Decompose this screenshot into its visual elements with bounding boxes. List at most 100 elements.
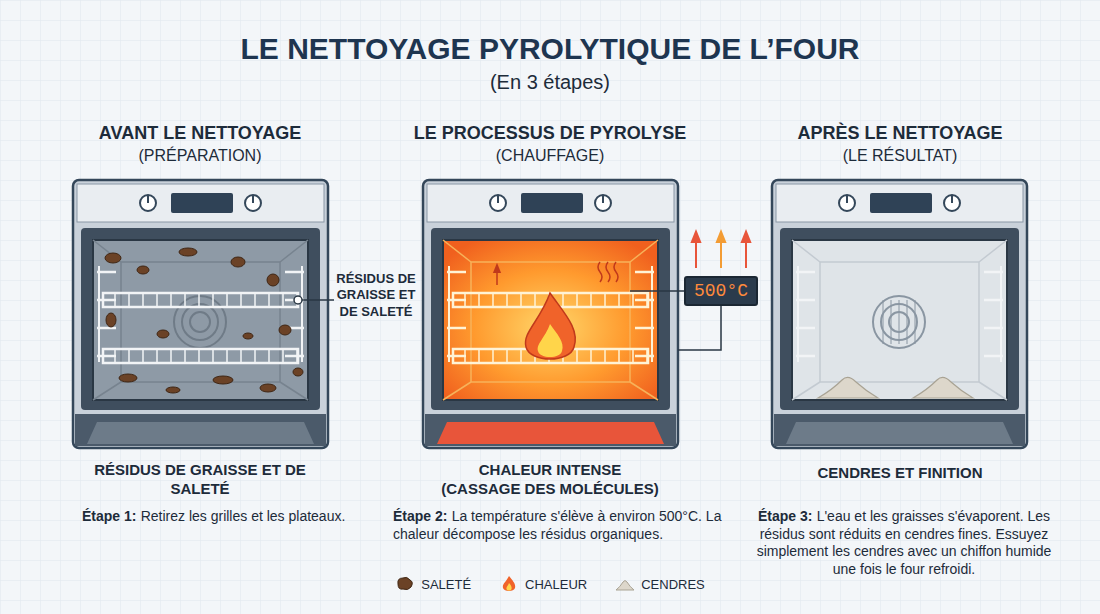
cavity-edge (630, 240, 658, 262)
dirt-spot (166, 387, 180, 393)
bottom-drawer (786, 422, 1013, 444)
oven (772, 180, 1027, 448)
bottom-drawer (437, 422, 664, 444)
label-text: LE PROCESSUS DE PYROLYSE (414, 123, 686, 143)
rack-bar (478, 349, 480, 363)
rack-bar (184, 349, 186, 363)
sensor-wire (678, 306, 721, 350)
text-block: (En 3 étapes) (350, 70, 750, 95)
cavity-edge (792, 240, 820, 262)
callout-dot (294, 296, 302, 304)
bottom-drawer (87, 422, 314, 444)
rack-bar (184, 293, 186, 307)
oven-cavity (443, 240, 658, 400)
rack-bar (590, 349, 592, 363)
oven-rack (103, 293, 298, 307)
label-text: (En 3 étapes) (490, 71, 610, 93)
fan-grid (899, 300, 900, 344)
text-block: (PRÉPARATION) (50, 146, 350, 166)
legend-text: SALETÉ (421, 577, 471, 592)
knob (944, 195, 960, 211)
cavity-edge (443, 382, 471, 400)
title: LE NETTOYAGE PYROLYTIQUE DE L’FOUR (0, 32, 1100, 66)
label-text: RÉSIDUS DE GRAISSE ET DE SALETÉ (94, 461, 306, 497)
control-panel (776, 184, 1023, 222)
rack-bar (492, 293, 494, 307)
dirt-spot (231, 257, 245, 267)
fan-ring (190, 312, 210, 332)
rack-bar (156, 349, 158, 363)
oven-body (73, 180, 328, 448)
dirt-spot (267, 274, 279, 286)
rack-bar (254, 293, 256, 307)
cavity-edge (443, 240, 471, 262)
oven-bottom (75, 414, 326, 446)
dirt-spot (260, 384, 276, 392)
rack-bar (198, 349, 200, 363)
panel-display (171, 193, 233, 213)
dirt-spot (106, 313, 116, 327)
cavity-edge (280, 382, 308, 400)
legend-item: CENDRES (615, 575, 705, 593)
oven-cavity (93, 240, 308, 400)
text-block: (LE RÉSULTAT) (750, 146, 1050, 166)
rack-bar (576, 349, 578, 363)
rack-bar (268, 293, 270, 307)
legend-swatch (395, 575, 415, 593)
rack-bar (632, 293, 634, 307)
oven (73, 180, 334, 448)
rack-bar (506, 349, 508, 363)
knob (140, 195, 156, 211)
knob-tick (951, 196, 953, 203)
cavity-edge (979, 382, 1007, 400)
callout-leader (298, 299, 334, 301)
display-text: 500°C (694, 281, 748, 301)
label-text: CENDRES ET FINITION (817, 464, 982, 481)
panel-display (870, 193, 932, 213)
cavity-edge (979, 240, 1007, 262)
back-wall (820, 262, 979, 382)
side-rail (651, 266, 653, 362)
dirt-spot (179, 248, 197, 256)
fan-grid (907, 300, 908, 344)
text-block: RÉSIDUS DE GRAISSE ET DE SALETÉ (85, 461, 315, 499)
label-text: (PRÉPARATION) (139, 147, 262, 164)
rack-bar (520, 349, 522, 363)
heat-arrow (496, 268, 498, 285)
rack-bar (632, 349, 634, 363)
ash-pile (818, 377, 878, 398)
rack-bar (576, 293, 578, 307)
flame-core (538, 324, 563, 357)
fan-ring (182, 304, 218, 340)
fan-ring (174, 296, 226, 348)
rack-bar (478, 293, 480, 307)
rack-bar (212, 349, 214, 363)
oven-bottom (774, 414, 1025, 446)
heat-arrow (720, 236, 722, 268)
ash-icon (616, 581, 634, 591)
heat-arrow (745, 236, 747, 268)
dirt-spot (243, 333, 253, 339)
knob-tick (147, 196, 149, 203)
heat-wave (598, 262, 602, 282)
control-panel (77, 184, 324, 222)
dirt-spot (279, 325, 291, 335)
rack-bar (254, 349, 256, 363)
door-frame (780, 228, 1019, 410)
text-block: CENDRES ET FINITION (780, 464, 1020, 483)
rack-bar (282, 293, 284, 307)
rack-bar (604, 349, 606, 363)
oven-cavity (792, 240, 1007, 400)
rack-bar (534, 293, 536, 307)
text-block: (CHAUFFAGE) (390, 146, 710, 166)
rack-bar (170, 349, 172, 363)
rack-bar (142, 349, 144, 363)
fan-ring (873, 296, 925, 348)
label-text: (CHAUFFAGE) (496, 147, 604, 164)
knob (839, 195, 855, 211)
rack-bar (156, 293, 158, 307)
knob-tick (602, 196, 604, 203)
knob (595, 195, 611, 211)
heat-wave (614, 262, 618, 282)
